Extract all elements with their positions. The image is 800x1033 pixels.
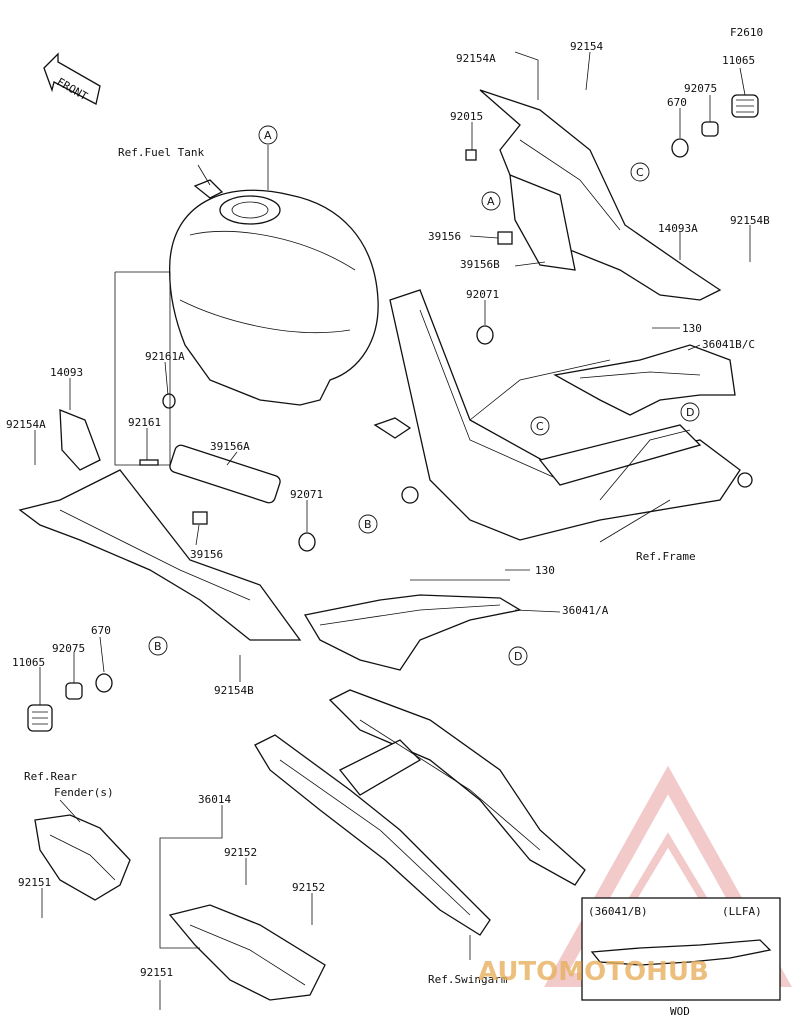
- rear-fender-bracket: [34, 814, 131, 901]
- collar-92161A: [162, 393, 176, 409]
- watermark-text: AUTOMOTOHUB: [478, 957, 709, 987]
- svg-text:D: D: [514, 650, 522, 663]
- fuel-tank: [169, 179, 412, 439]
- part-label-92151-a: 92151: [18, 876, 51, 889]
- front-arrow-icon: FRONT: [43, 52, 101, 105]
- part-label-130-bottom: 130: [535, 564, 555, 577]
- inset-variant-label: (LLFA): [722, 905, 762, 918]
- callout-B-mid: B: [358, 514, 378, 534]
- callout-D-lower: D: [508, 646, 528, 666]
- ref-frame-label: Ref.Frame: [636, 550, 696, 563]
- callout-B-left: B: [148, 636, 168, 656]
- part-label-92152-a: 92152: [224, 846, 257, 859]
- part-label-92154B-right: 92154B: [730, 214, 770, 227]
- part-label-36041BC: 36041B/C: [702, 338, 755, 351]
- part-label-39156B: 39156B: [460, 258, 500, 271]
- part-label-92071-mid: 92071: [466, 288, 499, 301]
- ring-670-top: [671, 138, 689, 158]
- ref-swingarm-label: Ref.Swingarm: [428, 973, 508, 986]
- cover-36041BC: [553, 344, 736, 416]
- grommet-11065-left: [27, 704, 53, 732]
- collar-92015: [465, 149, 477, 161]
- callout-C-upper: C: [630, 162, 650, 182]
- collar-92075-top: [701, 121, 719, 137]
- part-label-92154A-left: 92154A: [6, 418, 46, 431]
- part-label-39156-left: 39156: [190, 548, 223, 561]
- part-label-92161: 92161: [128, 416, 161, 429]
- svg-text:B: B: [364, 518, 372, 531]
- part-label-36014: 36014: [198, 793, 231, 806]
- leader-lines: [34, 51, 751, 1010]
- part-label-670-left: 670: [91, 624, 111, 637]
- grommet-11065-top: [731, 94, 759, 118]
- ring-670-left: [95, 673, 113, 693]
- inset-box-36041B-LLFA: (36041/B) (LLFA) WOD: [581, 897, 781, 1018]
- svg-text:A: A: [487, 195, 495, 208]
- part-label-11065-left: 11065: [12, 656, 45, 669]
- part-label-36041A: 36041/A: [562, 604, 609, 617]
- pad-39156-left: [192, 511, 208, 525]
- callout-A-upper: A: [258, 125, 278, 145]
- svg-text:C: C: [636, 166, 644, 179]
- grommet-92071-mid: [476, 325, 494, 345]
- cover-36041A: [303, 594, 522, 671]
- svg-text:B: B: [154, 640, 162, 653]
- inset-part-label: (36041/B): [588, 905, 648, 918]
- part-label-92071-left: 92071: [290, 488, 323, 501]
- cover-14093A: [479, 89, 722, 301]
- figure-code: F2610: [730, 26, 763, 39]
- callout-A-mid: A: [481, 191, 501, 211]
- cover-14093: [18, 409, 302, 641]
- part-label-92015: 92015: [450, 110, 483, 123]
- ref-rear-fender-label-line2: Fender(s): [54, 786, 114, 799]
- ref-fuel-tank-label: Ref.Fuel Tank: [118, 146, 204, 159]
- svg-text:A: A: [264, 129, 272, 142]
- part-label-92154-top: 92154: [570, 40, 603, 53]
- pad-39156-mid: [497, 231, 513, 245]
- inset-caption: WOD: [670, 1005, 690, 1018]
- part-label-14093A: 14093A: [658, 222, 698, 235]
- part-label-92075-top: 92075: [684, 82, 717, 95]
- part-label-39156-mid: 39156: [428, 230, 461, 243]
- swingarm: [254, 689, 586, 936]
- part-label-92151-b: 92151: [140, 966, 173, 979]
- part-label-92075-left: 92075: [52, 642, 85, 655]
- part-label-670-top: 670: [667, 96, 687, 109]
- part-label-92154A-top: 92154A: [456, 52, 496, 65]
- part-label-92152-b: 92152: [292, 881, 325, 894]
- pin-92161: [139, 459, 159, 466]
- part-label-92161A: 92161A: [145, 350, 185, 363]
- part-label-39156A: 39156A: [210, 440, 250, 453]
- svg-text:C: C: [536, 420, 544, 433]
- svg-text:D: D: [686, 406, 694, 419]
- part-label-92154B-left: 92154B: [214, 684, 254, 697]
- part-label-14093: 14093: [50, 366, 83, 379]
- rear-guard-36014: [168, 904, 326, 1001]
- callout-C-mid: C: [530, 416, 550, 436]
- grommet-92071-left: [298, 532, 316, 552]
- collar-92075-left: [65, 682, 83, 700]
- frame: [389, 289, 753, 541]
- panel-39156A: [169, 444, 281, 504]
- ref-rear-fender-label-line1: Ref.Rear: [24, 770, 77, 783]
- part-label-11065-top: 11065: [722, 54, 755, 67]
- callout-D-upper: D: [680, 402, 700, 422]
- part-label-130-right: 130: [682, 322, 702, 335]
